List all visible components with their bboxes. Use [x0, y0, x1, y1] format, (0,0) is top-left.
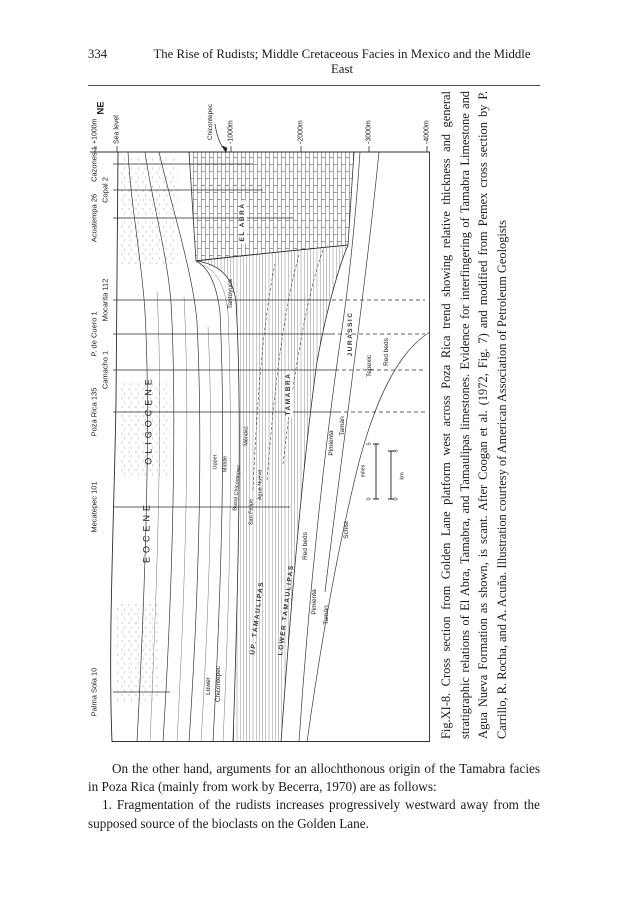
formation-label: Basal Chicontepec: [232, 464, 243, 512]
formation-label: Red beds: [301, 532, 309, 560]
formation-label: EL ABRA: [238, 200, 247, 244]
depth-label: +1000m: [91, 118, 99, 145]
formation-label: Tamán: [322, 605, 330, 625]
chicontepec-arrow: [214, 123, 228, 153]
scale-label: 0: [393, 497, 400, 501]
scale-label: km: [399, 472, 406, 480]
cross-section-svg: [90, 123, 431, 742]
formation-label: Méndez: [243, 426, 250, 446]
well-label: Palma Sola 10: [89, 667, 99, 717]
formation-label: Tepexic: [365, 354, 373, 378]
well-label: Mecatepec 101: [89, 481, 99, 533]
formation-label: Middle: [222, 455, 229, 473]
depth-label: -1000m: [227, 120, 235, 144]
tamaulipas-band-area: [197, 245, 348, 742]
page-header: 334 The Rise of Rudists; Middle Cretaceo…: [88, 47, 540, 86]
scale-label: 5: [366, 442, 373, 446]
well-label: Poza Rica 135: [89, 387, 99, 437]
tamabra-interfingering: [252, 249, 324, 491]
depth-label: -3000m: [365, 120, 373, 144]
depth-label: -4000m: [423, 120, 431, 144]
formation-label: Tamán: [338, 416, 346, 436]
formation-label: Upper: [212, 454, 219, 470]
well-label: Copal 2: [100, 177, 110, 203]
body-list-item: 1. Fragmentation of the rudists increase…: [88, 797, 540, 831]
body-text: On the other hand, arguments for an allo…: [88, 760, 540, 833]
formation-label: Pimienta: [310, 589, 318, 615]
figure-labels: OLIGOCENE EOCENE Tantoyuca EL ABRA TAMABRA JU…: [85, 85, 432, 742]
formation-label: Tantoyuca: [226, 279, 234, 309]
depth-label: Sea level: [113, 115, 121, 144]
formation-label: Red beds: [382, 338, 390, 366]
formation-label: Pimienta: [327, 430, 335, 456]
well-label: P. de Cuero 1: [89, 311, 99, 357]
formation-label: Schist: [342, 521, 350, 539]
margin-label-chicontepec: Chicontepec: [206, 103, 214, 141]
formation-label: Chicontepec: [214, 665, 222, 703]
formation-label: EOCENE: [141, 500, 152, 564]
depth-label: -2000m: [297, 120, 305, 144]
jurassic-contacts: [298, 151, 431, 742]
figure: OLIGOCENE EOCENE Tantoyuca EL ABRA TAMABRA JU…: [85, 85, 515, 742]
page-number: 334: [88, 47, 108, 61]
scale-bar: [373, 443, 394, 500]
well-label: Mocarita 112: [100, 278, 110, 322]
stipple-patch: [118, 156, 178, 264]
well-label: Cazones 1: [89, 146, 99, 182]
formation-label: Agua Nueva: [257, 469, 264, 501]
cretaceous-contacts: [195, 244, 349, 742]
platform-margin-line: [195, 244, 349, 262]
scale-label: 8: [393, 449, 400, 453]
well-label: Camacho 1: [100, 350, 110, 390]
scale-label: 0: [366, 497, 373, 501]
stipple-patch: [117, 602, 159, 702]
formation-label: TAMABRA: [284, 370, 293, 418]
scale-label: miles: [360, 464, 367, 478]
depth-ticks: [94, 146, 428, 152]
tertiary-contacts: [127, 151, 223, 742]
formation-label: JURASSIC: [346, 311, 354, 357]
formation-label: Lower: [204, 677, 212, 695]
formation-label: LOWER TAMAULIPAS: [277, 564, 296, 656]
wells-group: [113, 163, 425, 693]
figure-rotated-inner: OLIGOCENE EOCENE Tantoyuca EL ABRA TAMABRA JU…: [85, 85, 515, 742]
running-title: The Rise of Rudists; Middle Cretaceous F…: [153, 47, 531, 76]
well-label: Acuatempa 26: [89, 193, 99, 243]
formation-label: OLIGOCENE: [143, 375, 154, 465]
body-paragraph: On the other hand, arguments for an allo…: [88, 761, 540, 795]
figure-caption: Fig.XI-8. Cross section from Golden Lane…: [439, 91, 509, 739]
stipple-patch: [121, 382, 171, 477]
formation-label: UP. TAMAULIPAS: [249, 580, 266, 656]
direction-label: NE: [95, 101, 107, 115]
formation-label: San Felipe: [248, 498, 255, 526]
figure-canvas: OLIGOCENE EOCENE Tantoyuca EL ABRA TAMABRA JU…: [85, 85, 432, 742]
